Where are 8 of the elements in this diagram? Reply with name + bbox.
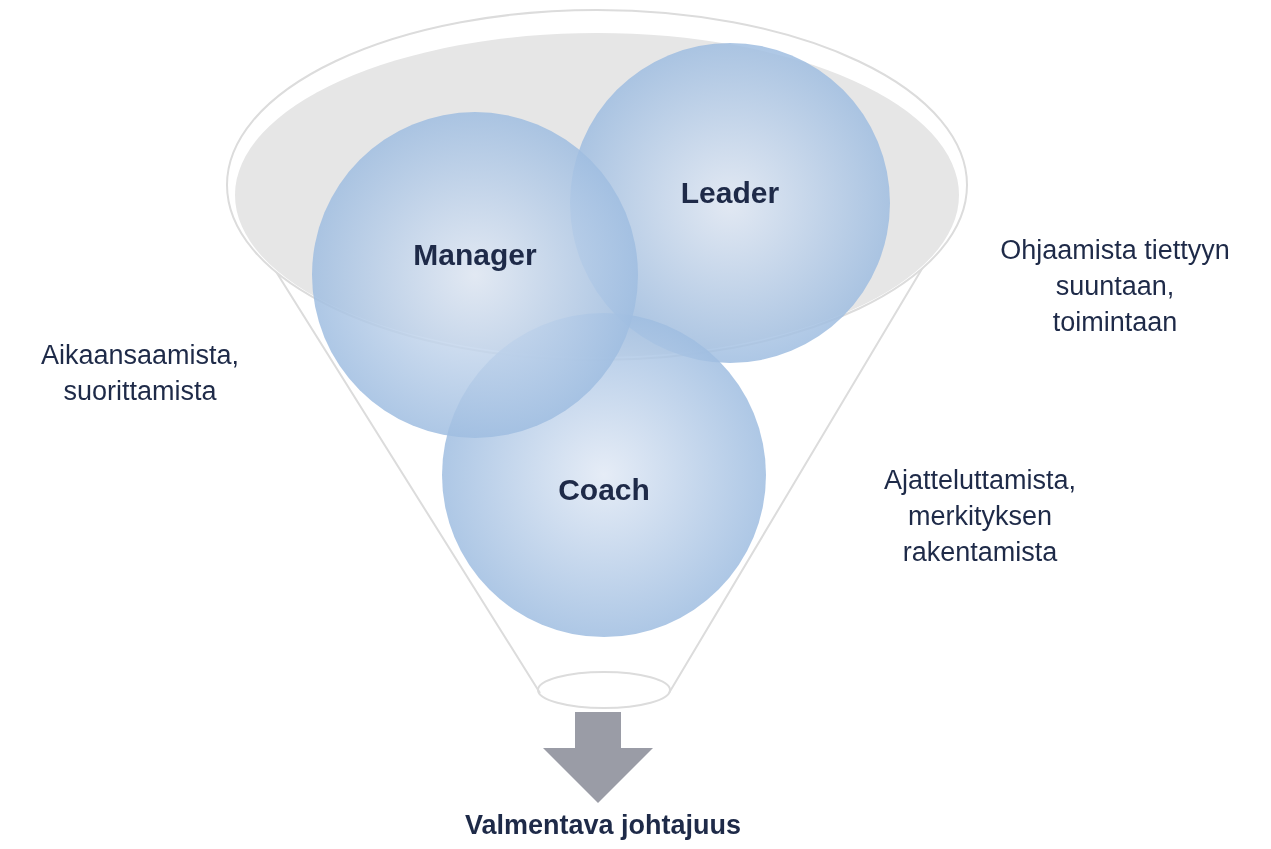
side-note: Ajatteluttamista, merkityksen rakentamista [882, 464, 1078, 569]
circle-label: Coach [558, 473, 650, 507]
side-note: Ohjaamista tiettyyn suuntaan, toimintaan [999, 234, 1231, 339]
circle-label: Manager [413, 238, 537, 272]
arrow [543, 712, 653, 803]
result-label: Valmentava johtajuus [380, 805, 826, 849]
circle-label: Leader [680, 176, 780, 210]
side-note: Aikaansaamista, suorittamista [39, 339, 241, 408]
